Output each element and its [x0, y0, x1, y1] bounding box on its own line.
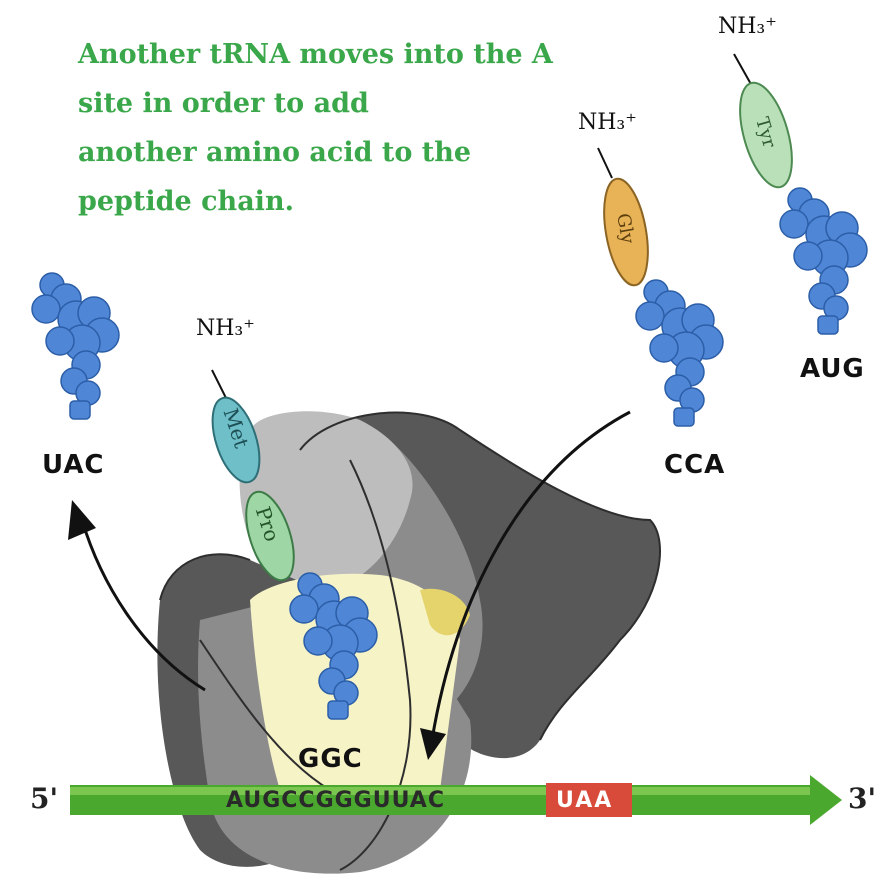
caption-line-1: Another tRNA moves into the A	[78, 30, 598, 79]
anticodon-uac: UAC	[42, 450, 105, 480]
anticodon-aug: AUG	[800, 354, 865, 384]
trna-far-right	[780, 188, 867, 334]
caption-line-4: peptide chain.	[78, 177, 598, 226]
five-prime-label: 5'	[30, 782, 58, 815]
nh3-label-middle: NH₃⁺	[196, 316, 255, 341]
anticodon-ggc: GGC	[298, 744, 363, 774]
anticodon-cca: CCA	[664, 450, 725, 480]
nh3-bond-far-right	[734, 54, 752, 86]
exit-arrowhead	[68, 500, 96, 540]
nh3-bond-incoming	[598, 148, 612, 178]
caption: Another tRNA moves into the A site in or…	[78, 30, 598, 226]
mrna-arrowhead	[810, 775, 842, 825]
three-prime-label: 3'	[848, 782, 876, 815]
trna-incoming	[636, 280, 723, 426]
nh3-label-incoming: NH₃⁺	[578, 110, 637, 135]
stop-codon-label: UAA	[556, 788, 613, 813]
trna-exiting	[32, 273, 119, 419]
nh3-label-far-right: NH₃⁺	[718, 14, 777, 39]
caption-line-2: site in order to add	[78, 79, 598, 128]
caption-line-3: another amino acid to the	[78, 128, 598, 177]
mrna-codon-sequence: AUGCCGGGUUAC	[226, 788, 445, 813]
